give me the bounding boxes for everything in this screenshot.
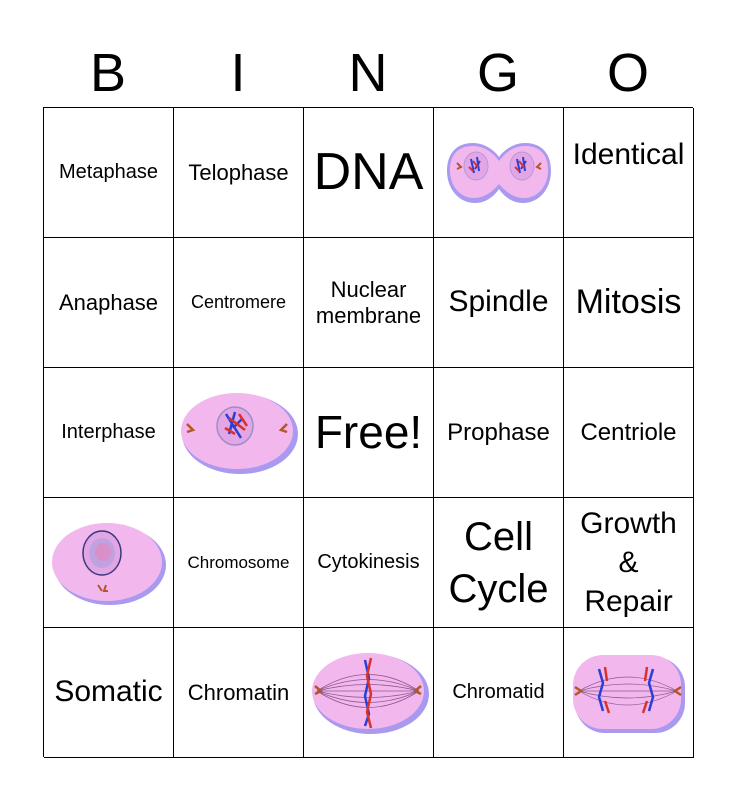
interphase-cell-icon <box>51 522 166 605</box>
cell-centriole[interactable]: Centriole <box>564 368 694 498</box>
cell-chromatin[interactable]: Chromatin <box>174 628 304 758</box>
cell-free-space[interactable]: Free! <box>304 368 434 498</box>
cell-nuclear-membrane[interactable]: Nuclear membrane <box>304 238 434 368</box>
cell-cell-cycle[interactable]: Cell Cycle <box>434 498 564 628</box>
cell-anaphase-image[interactable] <box>564 628 694 758</box>
bingo-card: Metaphase Telophase DNA Identical Anapha… <box>43 107 694 758</box>
cell-chromosome[interactable]: Chromosome <box>174 498 304 628</box>
header-letter-g: G <box>476 43 519 103</box>
header-letter-n: N <box>348 43 388 103</box>
cell-cytokinesis[interactable]: Cytokinesis <box>304 498 434 628</box>
cell-metaphase[interactable]: Metaphase <box>44 108 174 238</box>
header-letter-b: B <box>89 43 127 103</box>
cell-telophase-image[interactable] <box>434 108 564 238</box>
cell-chromatid[interactable]: Chromatid <box>434 628 564 758</box>
cell-identical[interactable]: Identical <box>564 108 694 238</box>
cell-interphase-image[interactable] <box>44 498 174 628</box>
anaphase-cell-icon <box>572 654 685 733</box>
cell-anaphase[interactable]: Anaphase <box>44 238 174 368</box>
cell-interphase[interactable]: Interphase <box>44 368 174 498</box>
cell-centromere[interactable]: Centromere <box>174 238 304 368</box>
cell-spindle[interactable]: Spindle <box>434 238 564 368</box>
cell-metaphase-image[interactable] <box>304 628 434 758</box>
cell-growth-repair[interactable]: Growth & Repair <box>564 498 694 628</box>
metaphase-cell-icon <box>311 652 429 734</box>
cell-prophase-image[interactable] <box>174 368 304 498</box>
bingo-header: B I N G O <box>43 40 693 106</box>
cell-telophase[interactable]: Telophase <box>174 108 304 238</box>
header-letter-o: O <box>606 43 649 103</box>
cell-mitosis[interactable]: Mitosis <box>564 238 694 368</box>
telophase-cell-icon <box>446 142 551 203</box>
cell-dna[interactable]: DNA <box>304 108 434 238</box>
cell-somatic[interactable]: Somatic <box>44 628 174 758</box>
cell-prophase[interactable]: Prophase <box>434 368 564 498</box>
header-letter-i: I <box>230 43 246 103</box>
prophase-cell-icon <box>180 392 298 474</box>
